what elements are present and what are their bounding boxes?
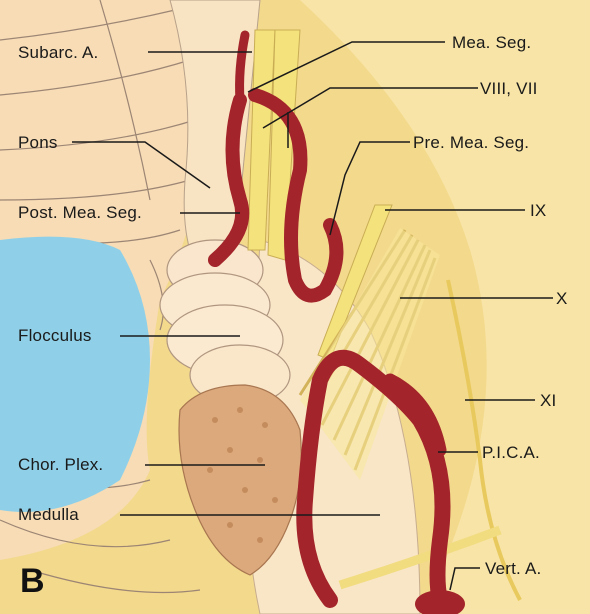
label-flocculus: Flocculus bbox=[18, 326, 92, 345]
leader-mea-seg bbox=[247, 41, 445, 93]
label-medulla: Medulla bbox=[18, 505, 79, 524]
label-subarc: Subarc. A. bbox=[18, 43, 99, 62]
label-pre-mea-seg: Pre. Mea. Seg. bbox=[413, 133, 530, 152]
aica-main bbox=[208, 93, 250, 267]
leader-pre-mea-seg bbox=[329, 141, 410, 236]
vertebral-artery bbox=[415, 590, 465, 614]
cistern bbox=[0, 236, 150, 512]
right-field bbox=[300, 0, 590, 614]
pica-artery bbox=[296, 349, 451, 608]
pica-branch bbox=[383, 373, 447, 457]
label-pica: P.I.C.A. bbox=[482, 443, 540, 462]
nerve-viii-vii bbox=[247, 29, 301, 261]
nerve-x-sheath bbox=[300, 228, 440, 480]
label-x: X bbox=[556, 289, 568, 308]
leader-vert-a bbox=[449, 567, 480, 591]
aica-meatal-loop bbox=[248, 88, 344, 303]
label-post-mea-seg: Post. Mea. Seg. bbox=[18, 203, 142, 222]
label-chor-plex: Chor. Plex. bbox=[18, 455, 104, 474]
label-pons: Pons bbox=[18, 133, 58, 152]
leader-viii-vii bbox=[262, 87, 478, 129]
nerve-xi bbox=[446, 279, 522, 601]
label-vert-a: Vert. A. bbox=[485, 559, 542, 578]
accessory-root bbox=[338, 525, 502, 590]
label-xi: XI bbox=[540, 391, 557, 410]
label-viii-vii: VIII, VII bbox=[480, 79, 538, 98]
label-mea-seg: Mea. Seg. bbox=[452, 33, 532, 52]
panel-letter: B bbox=[20, 562, 45, 600]
choroid-plexus bbox=[178, 384, 302, 576]
choroid-texture bbox=[207, 407, 278, 543]
arteries bbox=[208, 30, 451, 608]
label-ix: IX bbox=[530, 201, 547, 220]
leader-pons bbox=[72, 141, 211, 189]
